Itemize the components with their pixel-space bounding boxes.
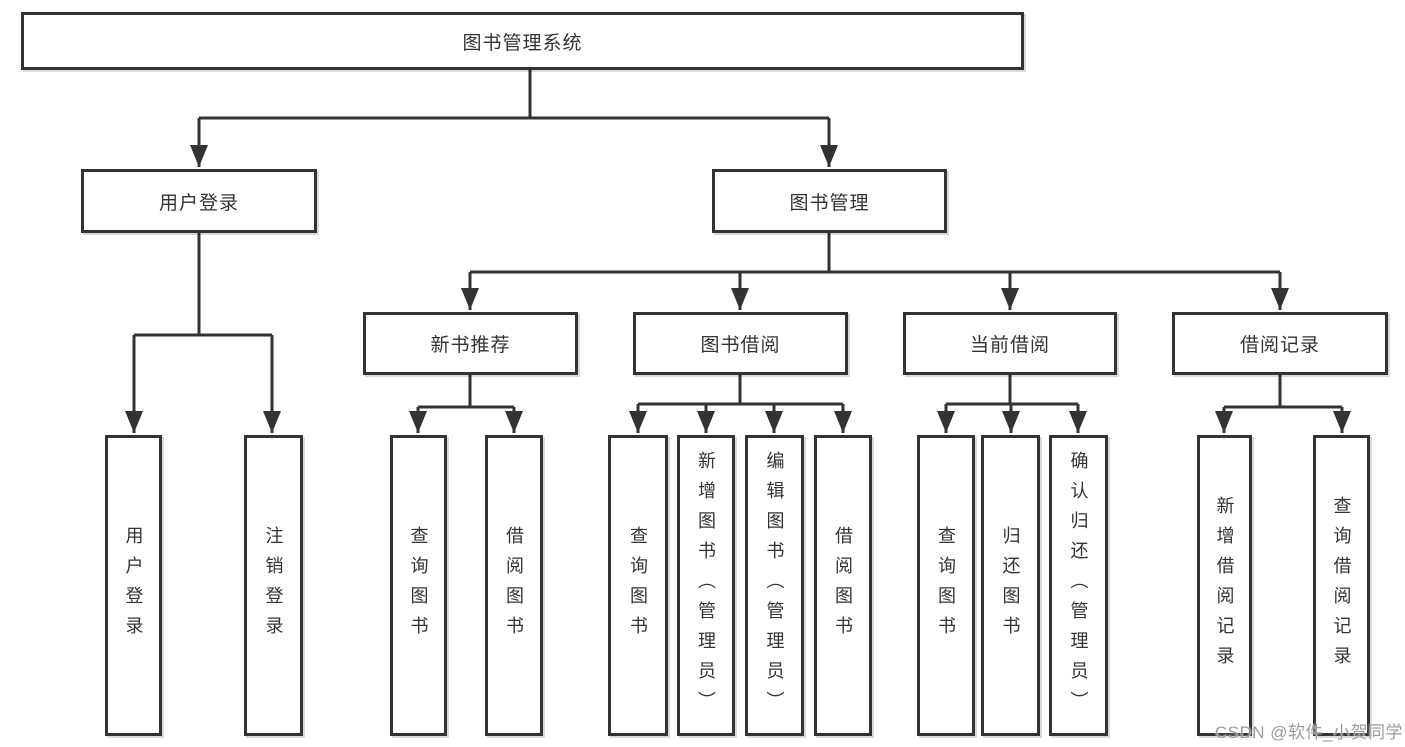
leaf-logout: 注销登录 [244,435,303,736]
leaf-confirm-return-admin-label: 确认归还（管理员） [1068,450,1089,721]
leaf-borrow-add-admin: 新增图书（管理员） [677,435,735,736]
leaf-borrow-query-label: 查询图书 [628,525,648,646]
node-book-management: 图书管理 [712,169,947,233]
leaf-current-query-label: 查询图书 [936,525,956,646]
leaf-confirm-return-admin: 确认归还（管理员） [1049,435,1108,736]
leaf-record-query: 查询借阅记录 [1313,435,1370,736]
node-root-label: 图书管理系统 [462,32,583,54]
node-current-borrow: 当前借阅 [903,312,1117,375]
node-book-borrow-label: 图书借阅 [700,335,781,356]
leaf-user-login: 用户登录 [105,435,162,736]
node-user-login: 用户登录 [81,169,317,233]
leaf-record-query-label: 查询借阅记录 [1331,495,1352,676]
node-current-borrow-label: 当前借阅 [969,335,1050,356]
leaf-borrow-book: 借阅图书 [814,435,872,736]
node-user-login-label: 用户登录 [158,192,239,214]
leaf-record-add-label: 新增借阅记录 [1214,495,1235,676]
leaf-borrow-book-label: 借阅图书 [833,525,853,646]
leaf-borrow-query: 查询图书 [608,435,668,736]
leaf-return-book: 归还图书 [981,435,1040,736]
trunk-connectors [134,70,1342,409]
node-new-book-recommend: 新书推荐 [363,312,578,375]
leaf-logout-label: 注销登录 [263,525,284,646]
leaf-newbook-borrow-label: 借阅图书 [504,525,524,646]
leaf-newbook-query-label: 查询图书 [408,525,429,646]
leaf-user-login-label: 用户登录 [123,525,144,646]
leaf-borrow-add-admin-label: 新增图书（管理员） [696,450,716,721]
node-root: 图书管理系统 [21,12,1024,70]
node-borrow-record: 借阅记录 [1172,312,1388,375]
leaf-borrow-edit-admin-label: 编辑图书（管理员） [764,450,785,721]
leaf-record-add: 新增借阅记录 [1197,435,1252,736]
leaf-newbook-borrow: 借阅图书 [485,435,543,736]
arrow-connectors [125,118,1351,433]
leaf-return-book-label: 归还图书 [1000,525,1021,646]
leaf-newbook-query: 查询图书 [390,435,447,736]
node-borrow-record-label: 借阅记录 [1239,335,1320,356]
leaf-current-query: 查询图书 [917,435,975,736]
node-book-borrow: 图书借阅 [633,312,848,375]
watermark: CSDN @软件_小贺同学 [1214,723,1403,742]
node-new-book-recommend-label: 新书推荐 [430,335,511,356]
leaf-borrow-edit-admin: 编辑图书（管理员） [745,435,804,736]
node-book-management-label: 图书管理 [789,192,870,214]
